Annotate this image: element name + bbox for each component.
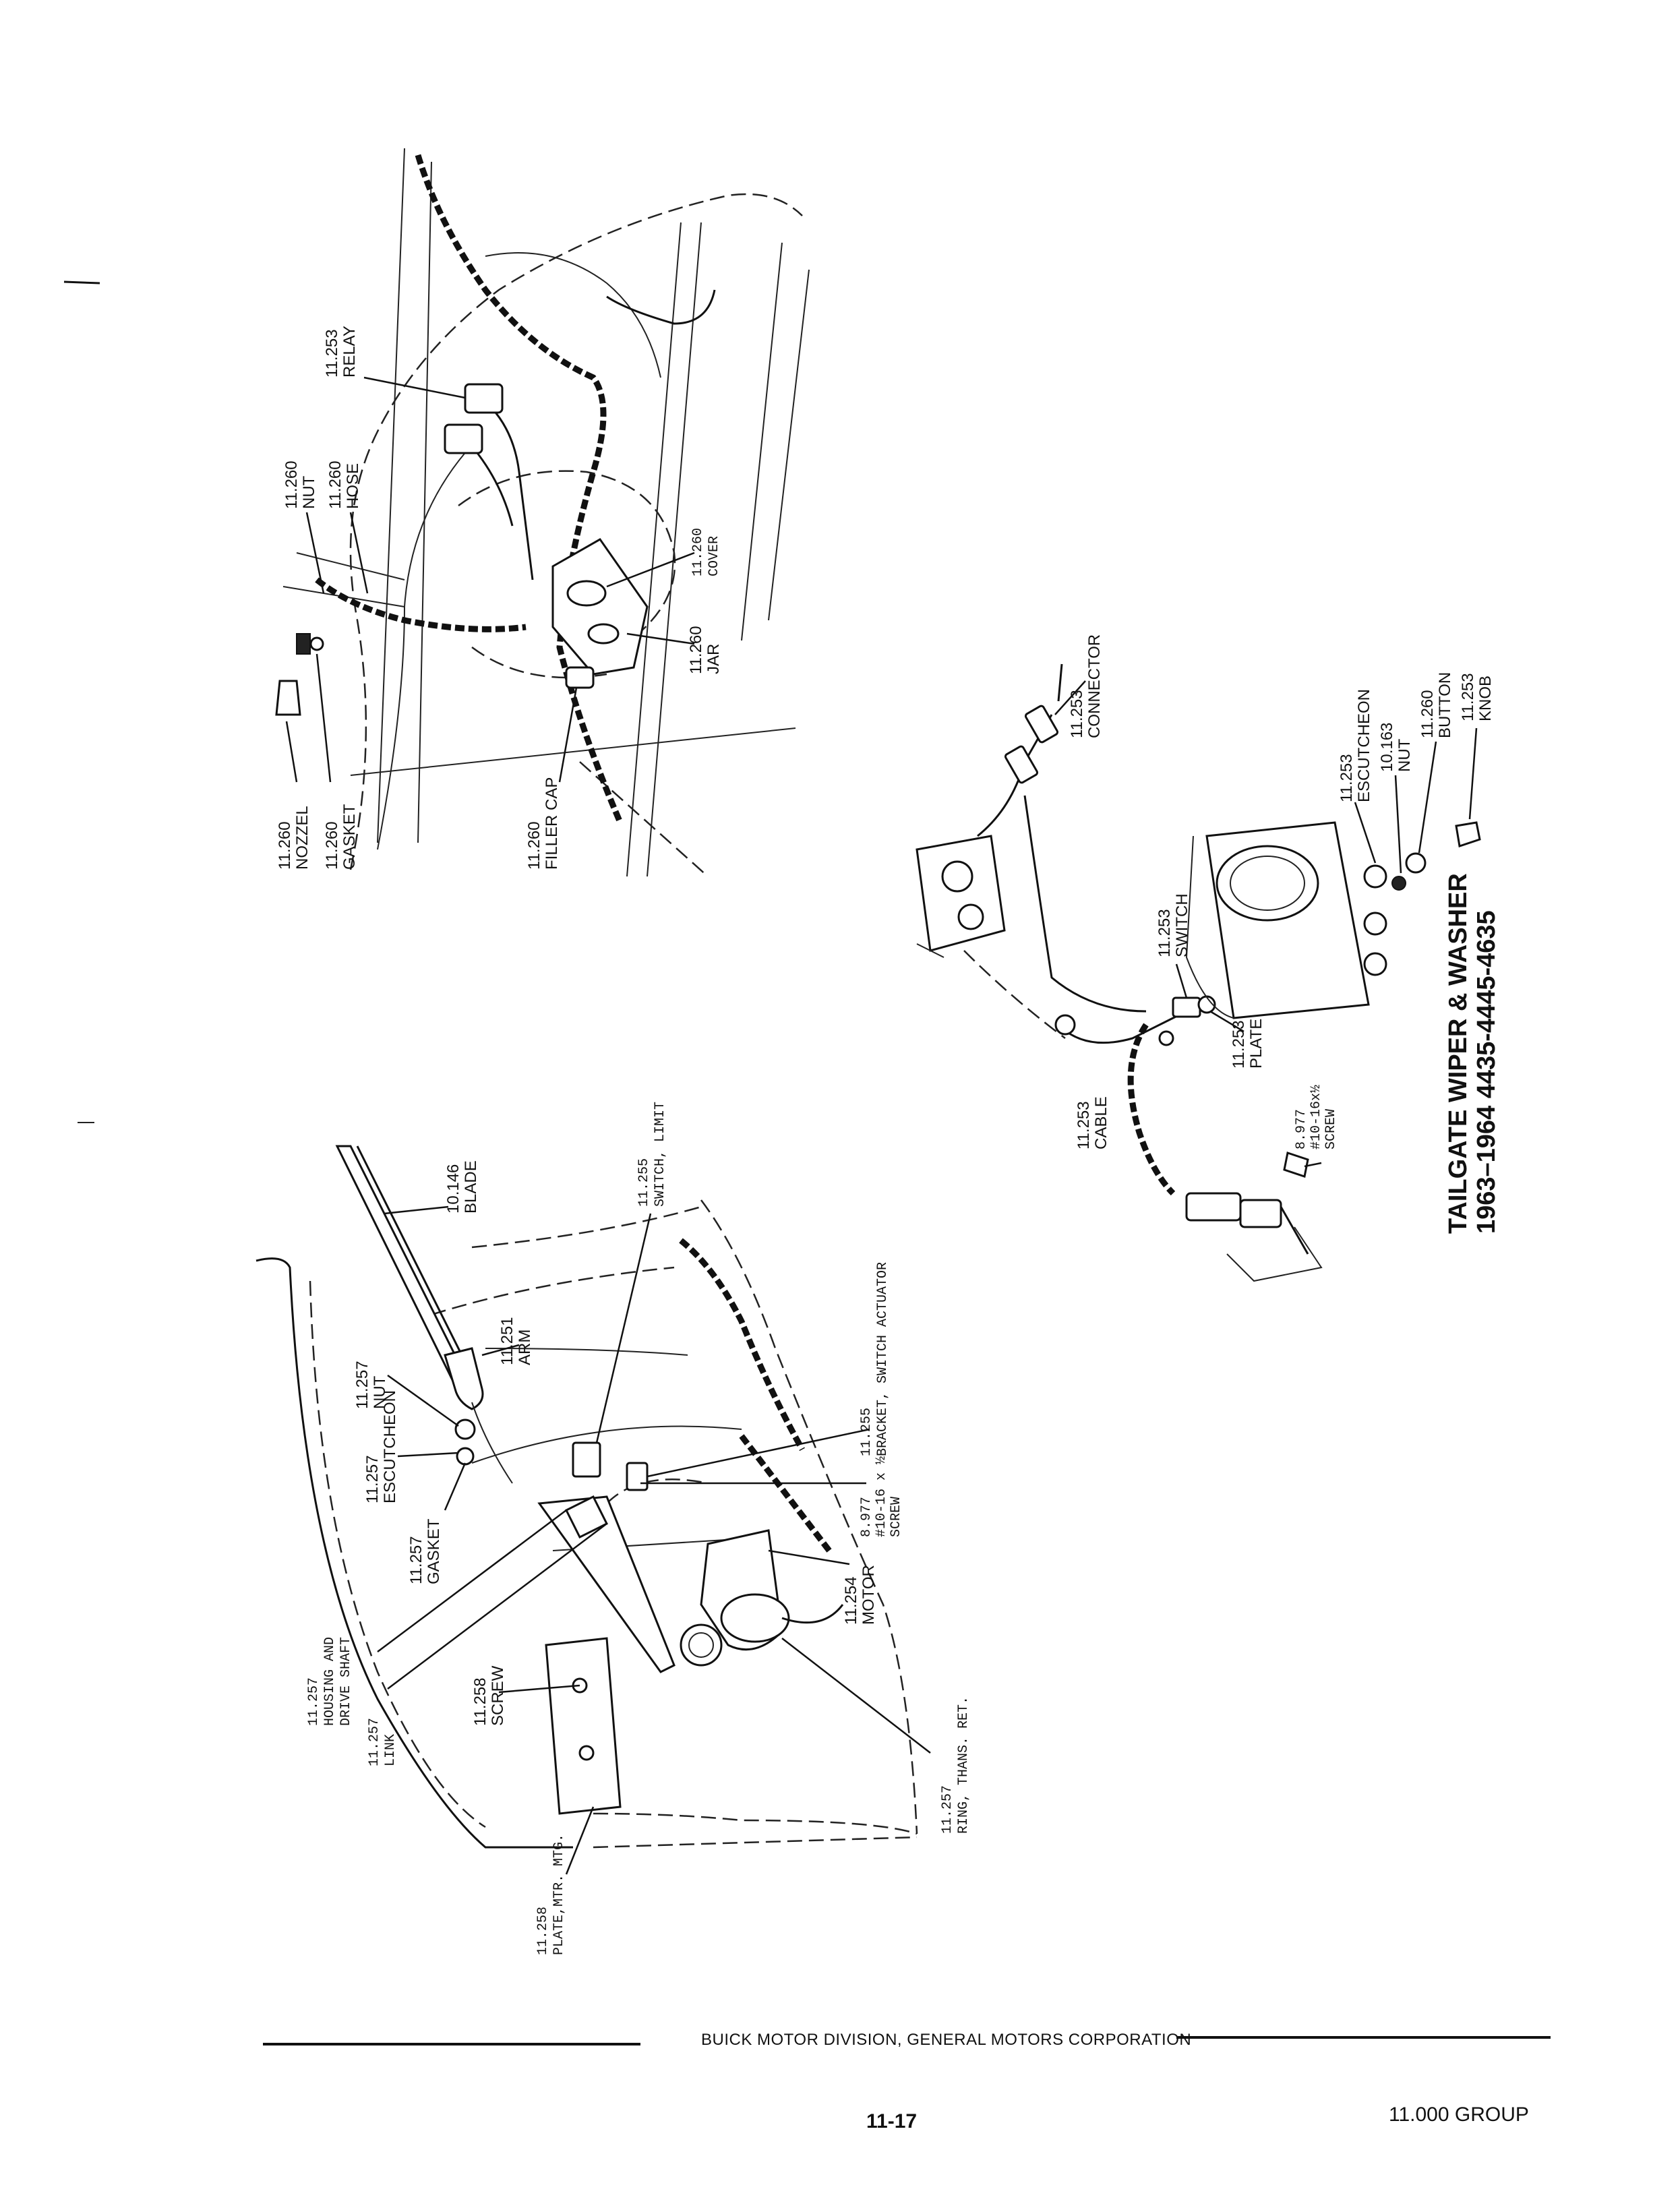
label-filler-cap: 11.260: [525, 821, 543, 870]
label-gasket-washer: 11.260: [323, 821, 341, 870]
margin-mark: [63, 280, 100, 285]
switch-assembly-illustration: [916, 663, 1481, 1282]
svg-text:GASKET: GASKET: [340, 804, 359, 870]
svg-text:NUT: NUT: [371, 1375, 389, 1409]
svg-text:#10-16 x ½: #10-16 x ½: [874, 1456, 889, 1537]
washer-labels: 11.260 NOZZEL 11.260 GASKET 11.260 NUT 1…: [276, 326, 723, 870]
svg-text:ESCUTCHEON: ESCUTCHEON: [1355, 689, 1373, 802]
label-ring: 11.257: [940, 1785, 955, 1834]
label-switch-limit: 11.255: [636, 1158, 652, 1207]
label-hose: 11.260: [326, 460, 344, 509]
label-arm: 11.251: [498, 1317, 516, 1365]
label-motor: 11.254: [842, 1576, 860, 1625]
label-nut-switch: 10.163: [1378, 723, 1396, 772]
relay-part: [464, 383, 504, 414]
label-gasket-motor: 11.257: [407, 1536, 425, 1584]
svg-text:ESCUTCHEON: ESCUTCHEON: [381, 1390, 399, 1503]
svg-text:GASKET: GASKET: [425, 1518, 443, 1584]
svg-text:COVER: COVER: [707, 536, 722, 576]
footer-company: BUICK MOTOR DIVISION, GENERAL MOTORS COR…: [701, 2031, 1192, 2049]
label-nut-motor: 11.257: [353, 1361, 371, 1409]
page-number: 11-17: [866, 2110, 918, 2132]
label-escutcheon-motor: 11.257: [363, 1455, 382, 1503]
svg-text:SCREW: SCREW: [889, 1497, 904, 1537]
svg-text:#10-16x½: #10-16x½: [1309, 1085, 1324, 1149]
footer-rule-right: [1176, 2036, 1551, 2039]
label-housing: 11.257: [306, 1677, 322, 1726]
svg-text:NUT: NUT: [1396, 738, 1414, 772]
svg-text:SCREW: SCREW: [1323, 1109, 1339, 1149]
svg-text:KNOB: KNOB: [1476, 676, 1495, 721]
label-button: 11.260: [1418, 690, 1437, 738]
label-plate-mtg: 11.258: [535, 1907, 551, 1955]
wiper-arm: [444, 1347, 484, 1410]
svg-text:NOZZEL: NOZZEL: [293, 806, 311, 870]
svg-text:PLATE,MTR. MTG.: PLATE,MTR. MTG.: [551, 1834, 567, 1955]
label-screw-small: 8.977: [1294, 1109, 1309, 1149]
assembly-title: TAILGATE WIPER & WASHER 1963–1964 4435-4…: [1444, 873, 1501, 1234]
washer-jar: [551, 538, 649, 676]
svg-text:RING, THANS. RET.: RING, THANS. RET.: [956, 1696, 971, 1834]
svg-text:NUT: NUT: [300, 475, 318, 509]
svg-text:BUTTON: BUTTON: [1436, 672, 1454, 738]
svg-text:FILLER CAP: FILLER CAP: [543, 777, 561, 870]
washer-assembly-illustration: [275, 148, 810, 877]
label-jar: 11.260: [687, 626, 705, 674]
svg-text:RELAY: RELAY: [340, 326, 359, 378]
label-switch: 11.253: [1156, 909, 1174, 957]
label-relay: 11.253: [323, 329, 341, 378]
label-bracket: 11.255: [859, 1408, 874, 1456]
svg-text:ARM: ARM: [516, 1330, 534, 1365]
svg-text:BLADE: BLADE: [462, 1160, 480, 1214]
connector-part: [1024, 705, 1059, 744]
label-nozzel: 11.260: [276, 821, 294, 870]
svg-text:HOUSING AND: HOUSING AND: [322, 1637, 338, 1726]
label-cover: 11.260: [690, 528, 706, 576]
switch-cable: [1127, 1023, 1176, 1196]
footer-rule-left: [263, 2043, 640, 2045]
wiper-labels: 10.146 BLADE 11.255 SWITCH, LIMIT 11.251…: [306, 1102, 971, 1955]
label-blade: 10.146: [444, 1164, 462, 1214]
washer-hose: [415, 154, 624, 824]
svg-text:MOTOR: MOTOR: [860, 1565, 878, 1625]
switch-part: [1172, 996, 1201, 1018]
label-knob: 11.253: [1459, 673, 1477, 721]
title-line1: TAILGATE WIPER & WASHER: [1444, 873, 1472, 1234]
svg-text:PLATE: PLATE: [1247, 1019, 1265, 1069]
svg-text:JAR: JAR: [704, 644, 723, 674]
switch-labels: 11.253 CONNECTOR 11.253 ESCUTCHEON 10.16…: [1054, 634, 1495, 1168]
nozzle-part: [275, 680, 301, 716]
svg-text:LINK: LINK: [383, 1734, 398, 1766]
wiper-motor-illustration: [256, 1145, 918, 1849]
label-escutcheon-switch: 11.253: [1338, 754, 1356, 802]
label-link: 11.257: [367, 1718, 382, 1766]
label-cable: 11.253: [1075, 1101, 1093, 1149]
group-label: 11.000 GROUP: [1389, 2103, 1529, 2126]
label-screw-plate: 11.258: [471, 1677, 489, 1726]
svg-text:DRIVE SHAFT: DRIVE SHAFT: [338, 1637, 354, 1726]
label-nut-washer: 11.260: [282, 460, 301, 509]
svg-text:BRACKET, SWITCH ACTUATOR: BRACKET, SWITCH ACTUATOR: [875, 1262, 891, 1456]
svg-text:SCREW: SCREW: [489, 1665, 507, 1726]
svg-text:CABLE: CABLE: [1092, 1096, 1110, 1149]
svg-text:SWITCH, LIMIT: SWITCH, LIMIT: [653, 1102, 668, 1207]
svg-text:CONNECTOR: CONNECTOR: [1085, 634, 1104, 738]
title-line2: 1963–1964 4435-4445-4635: [1472, 910, 1501, 1234]
svg-text:SWITCH: SWITCH: [1173, 893, 1191, 957]
svg-text:HOSE: HOSE: [344, 463, 362, 509]
label-screw-motor: 8.977: [859, 1497, 874, 1537]
